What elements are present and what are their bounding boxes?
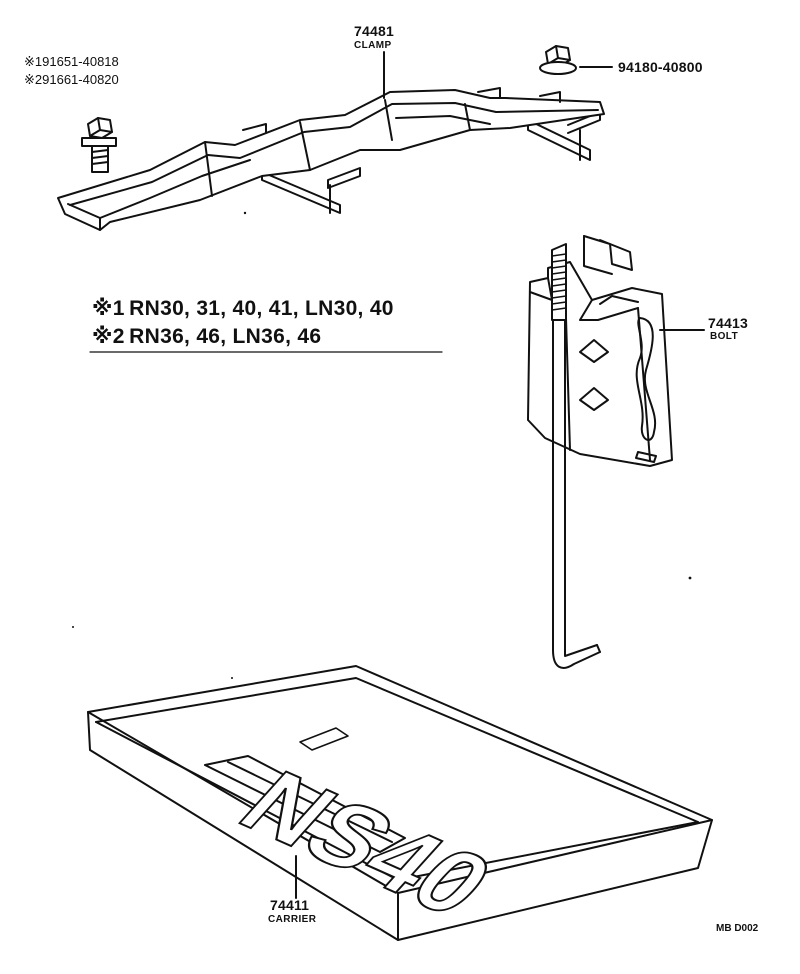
bolt-alt1-marker: ※1 <box>24 54 43 69</box>
note-2-text: RN36, 46, LN36, 46 <box>129 325 322 348</box>
bolt-alt2-label: ※291661-40820 <box>24 72 119 88</box>
scan-specks <box>72 211 692 679</box>
carrier-number: 74411 <box>270 897 310 913</box>
bolt-91651-drawing <box>81 117 117 173</box>
bolt-number: 74413 <box>708 315 748 331</box>
bolt-alt1-label: ※191651-40818 <box>24 54 119 70</box>
clamp-drawing <box>57 87 605 231</box>
nut-number: 94180-40800 <box>618 59 703 75</box>
bolt-alt2-marker: ※2 <box>24 72 43 87</box>
note-2-marker: ※2 <box>92 325 125 348</box>
j-bolt-drawing <box>527 235 705 669</box>
bolt-name: BOLT <box>710 331 739 342</box>
bolt-alt1-number: 91651-40818 <box>42 54 119 69</box>
clamp-number: 74481 <box>354 23 394 39</box>
carrier-name: CARRIER <box>268 914 317 925</box>
note-1: ※1 RN30, 31, 40, 41, LN30, 40 <box>92 298 394 319</box>
note-2: ※2 RN36, 46, LN36, 46 <box>92 326 321 347</box>
nut-94180-drawing <box>539 45 577 75</box>
bolt-alt2-number: 91661-40820 <box>42 72 119 87</box>
clamp-name: CLAMP <box>354 40 392 51</box>
tray-marking-outline <box>299 727 349 751</box>
note-1-marker: ※1 <box>92 297 125 320</box>
carrier-tray-drawing <box>87 665 713 941</box>
note-1-text: RN30, 31, 40, 41, LN30, 40 <box>129 297 394 320</box>
figure-code: MB D002 <box>716 923 759 934</box>
